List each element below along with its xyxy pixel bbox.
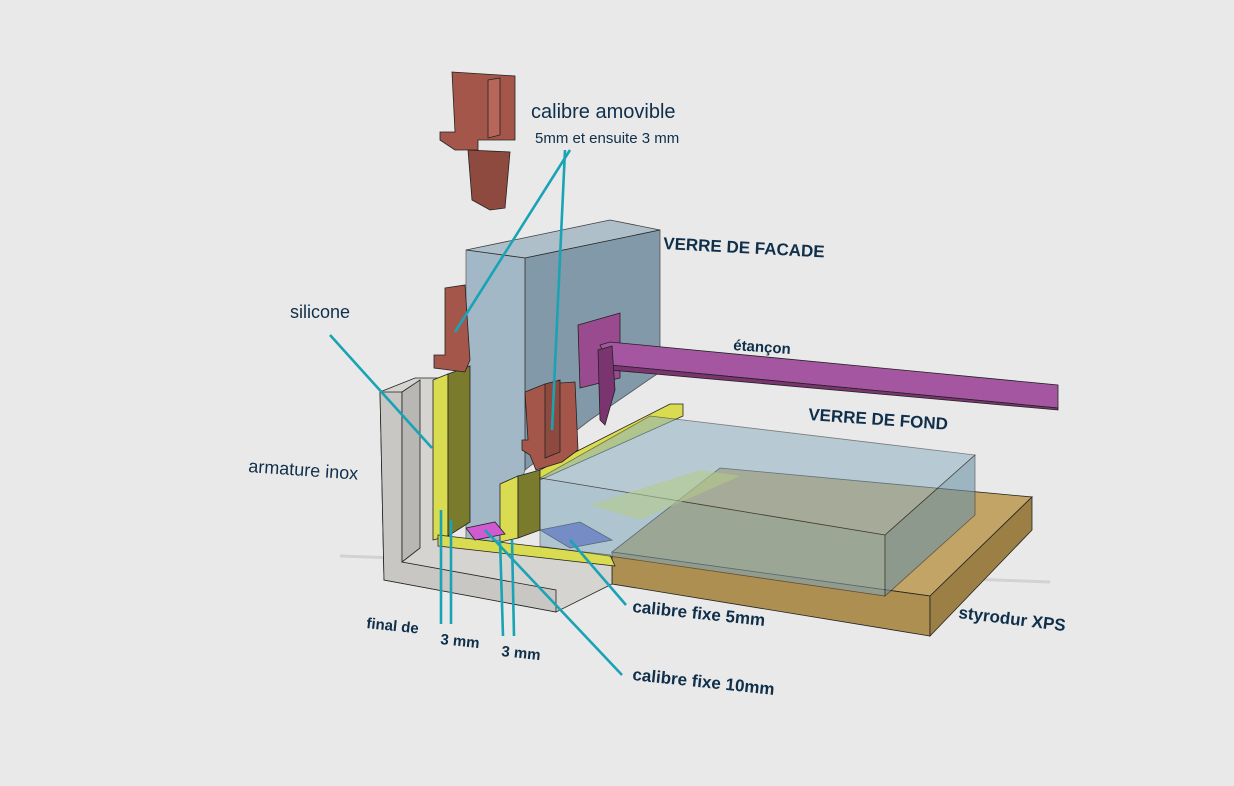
label-verre-de-facade: VERRE DE FACADE: [663, 234, 825, 261]
label-calibre-amovible-sub: 5mm et ensuite 3 mm: [535, 130, 679, 147]
label-styrodur: styrodur XPS: [958, 603, 1067, 635]
calibre-amovible-floating: [439, 71, 516, 211]
label-final-de: final de: [366, 615, 420, 637]
label-gap-3mm-1: 3 mm: [440, 631, 481, 652]
leader-lines: [329, 149, 627, 676]
etancon-prop: [577, 312, 1059, 426]
bottom-glass: [538, 415, 976, 597]
label-verre-de-fond: VERRE DE FOND: [808, 405, 949, 434]
label-calibre-fixe-10mm: calibre fixe 10mm: [632, 665, 776, 699]
label-gap-3mm-2: 3 mm: [501, 643, 542, 664]
label-etancon: étançon: [733, 337, 792, 358]
label-armature-inox: armature inox: [248, 456, 359, 484]
label-silicone: silicone: [290, 302, 350, 322]
label-calibre-amovible: calibre amovible: [531, 101, 676, 123]
calibre-amovible-right: [521, 379, 579, 471]
calibre-amovible-left: [433, 284, 471, 373]
